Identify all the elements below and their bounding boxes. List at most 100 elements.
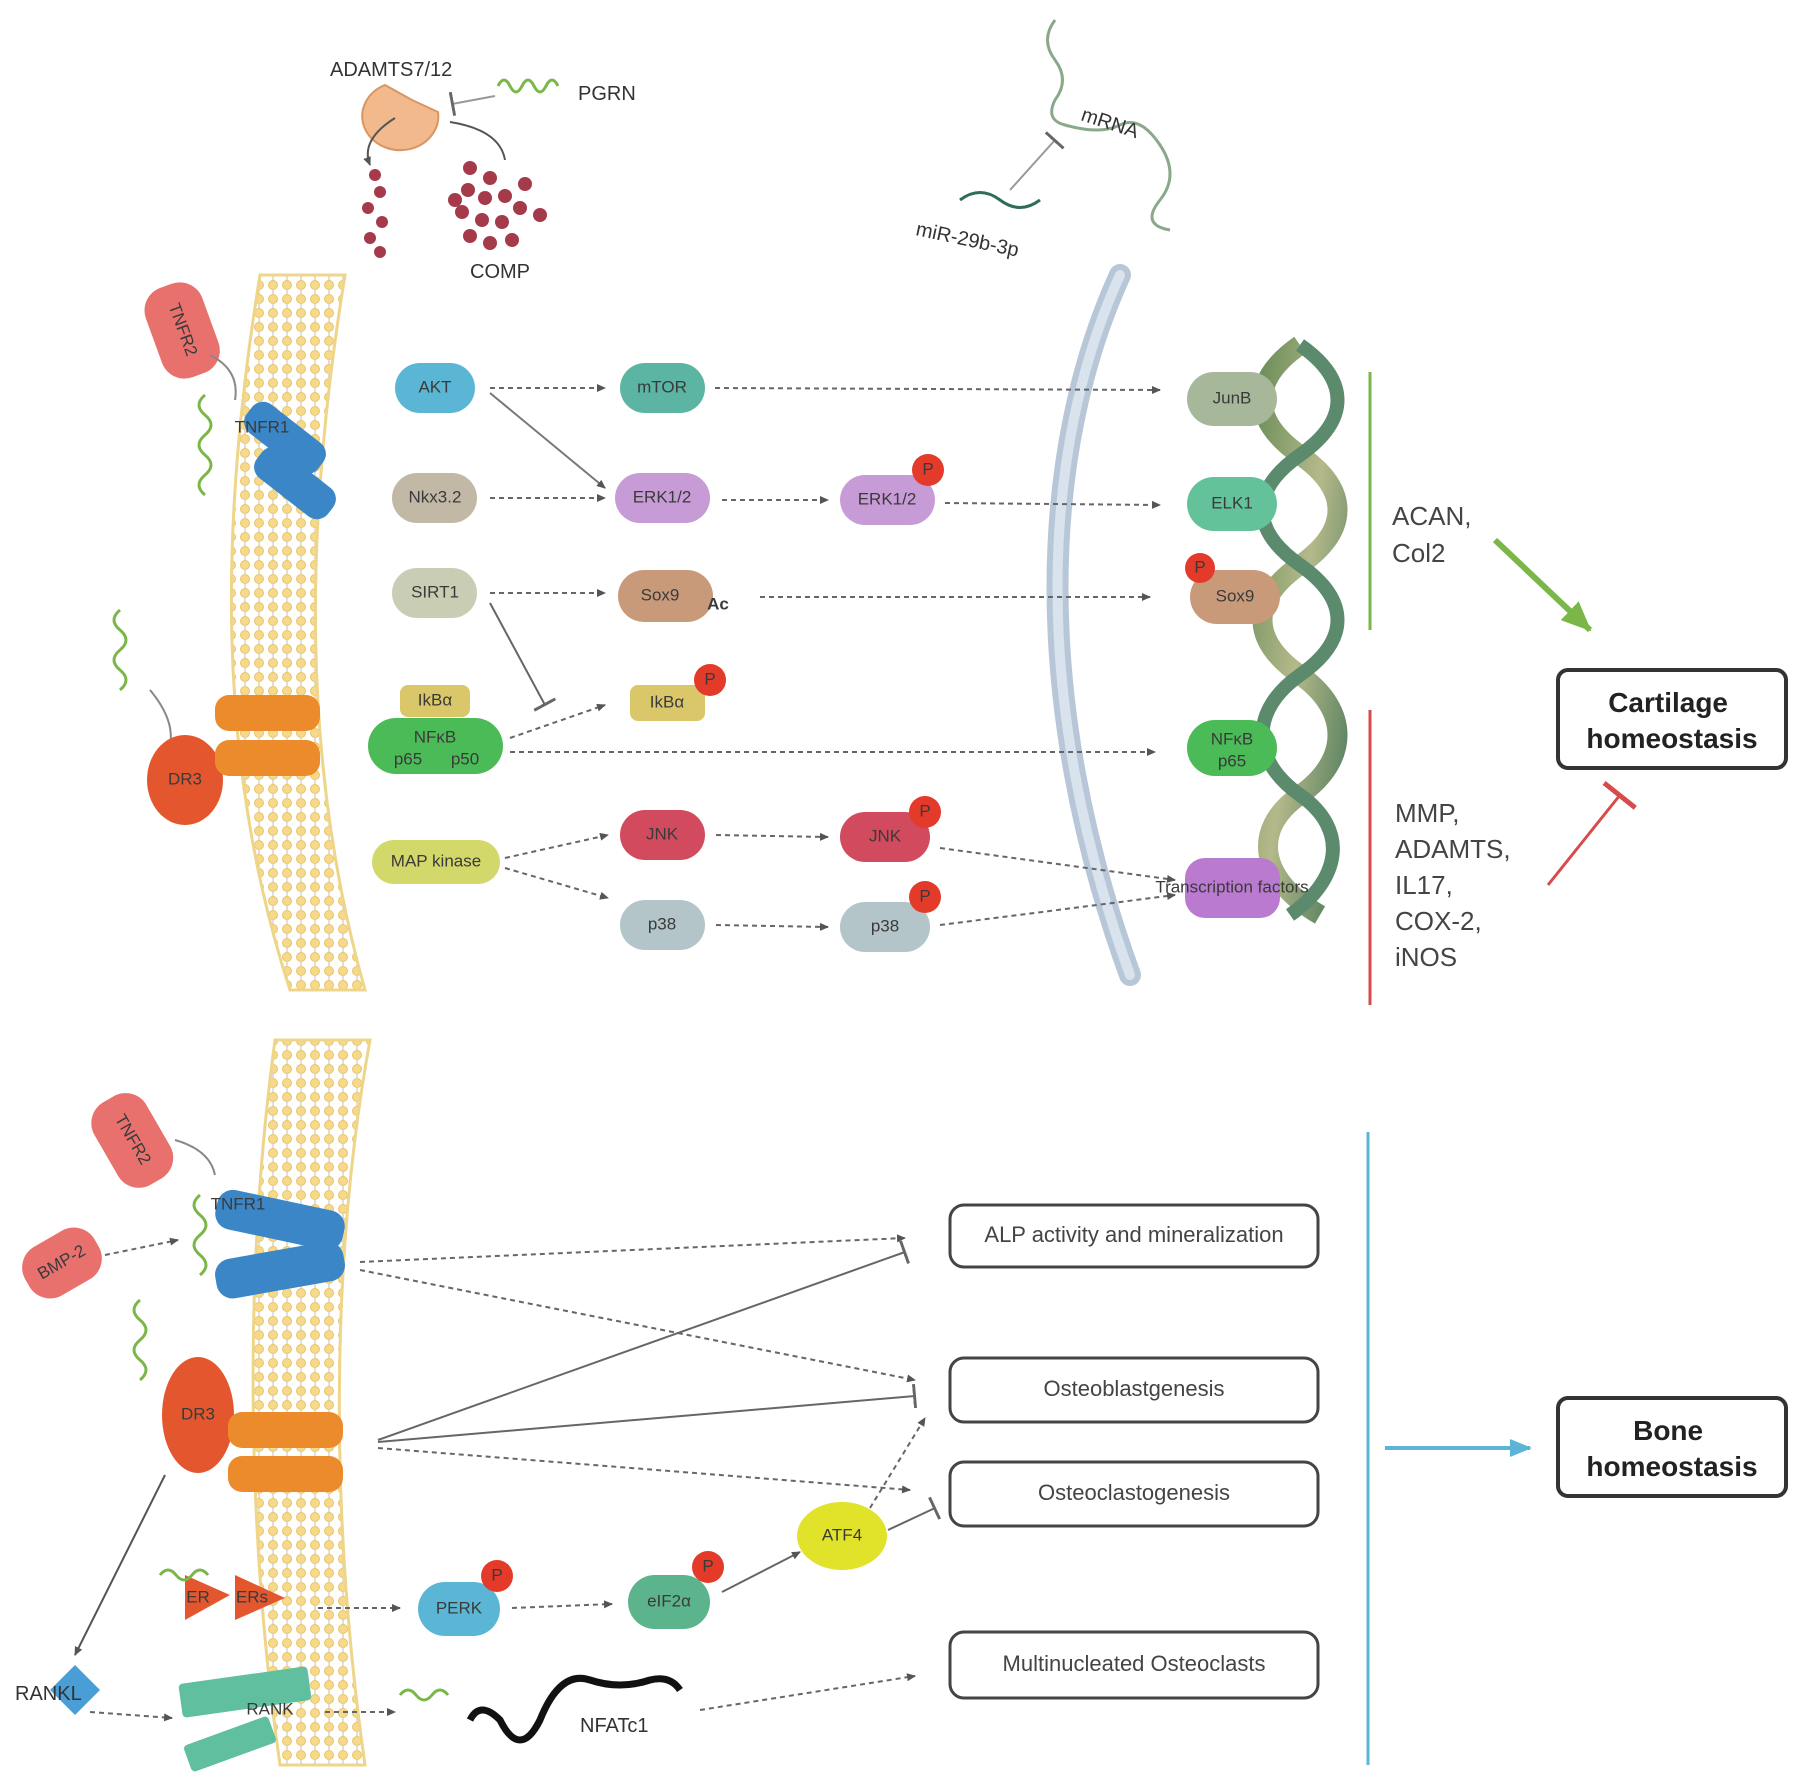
svg-text:p50: p50 <box>451 749 479 768</box>
mrna-strand <box>1046 19 1172 232</box>
svg-text:eIF2α: eIF2α <box>647 1591 691 1610</box>
svg-text:Transcription factors: Transcription factors <box>1155 877 1308 896</box>
svg-text:JNK: JNK <box>646 824 679 843</box>
nkx32-node: Nkx3.2 <box>392 473 477 523</box>
pgrn-chain-dr3-bottom <box>132 1298 148 1382</box>
nfat-strand <box>466 1675 683 1744</box>
rank-receptor: RANK <box>178 1666 312 1772</box>
adamts-enzyme <box>361 83 440 152</box>
perk-node: PERK P <box>418 1560 513 1636</box>
dr3-receptor-top: DR3 <box>147 695 320 825</box>
pgrn-chain-receptor-bottom <box>192 1193 208 1277</box>
catabolic-genes: MMP, ADAMTS, IL17, COX-2, iNOS <box>1395 798 1518 972</box>
nfkb-nuclear-node: NFκB p65 <box>1187 720 1277 776</box>
svg-text:PERK: PERK <box>436 1598 483 1617</box>
mir-strand <box>959 191 1041 209</box>
svg-text:ATF4: ATF4 <box>822 1525 862 1544</box>
ikba-node: IkBα <box>400 685 470 717</box>
ikba-phospho-node: IkBα P <box>630 664 726 721</box>
svg-text:P: P <box>919 801 930 820</box>
svg-text:DR3: DR3 <box>168 769 202 788</box>
pgrn-to-adamts-inhibition <box>448 91 496 116</box>
mapk-node: MAP kinase <box>372 840 500 884</box>
dr3-to-rankl-arrow <box>74 1474 166 1656</box>
akt-to-erk-arrow <box>489 392 606 489</box>
svg-text:JNK: JNK <box>869 826 902 845</box>
svg-text:Osteoclastogenesis: Osteoclastogenesis <box>1038 1480 1230 1505</box>
tnfr2-link-top <box>209 354 237 401</box>
svg-text:P: P <box>1194 557 1205 576</box>
nfkb-complex-node: NFκB p65 p50 <box>368 718 503 774</box>
comp-oligomer <box>448 161 547 250</box>
tnfr-receptor-blue-top: TNFR1 <box>235 401 336 520</box>
svg-text:Nkx3.2: Nkx3.2 <box>409 487 462 506</box>
rankl-ligand: RANKL <box>15 1665 100 1715</box>
akt-node: AKT <box>395 363 475 413</box>
bone-homeostasis-label: Bone homeostasis <box>1586 1415 1757 1482</box>
svg-text:P: P <box>702 1556 713 1575</box>
svg-text:JunB: JunB <box>1213 388 1252 407</box>
svg-text:p38: p38 <box>648 914 676 933</box>
catabolic-gene-4: COX-2, <box>1395 906 1482 936</box>
catabolic-inhibition-arrow <box>1546 780 1637 886</box>
top-pathway-arrows <box>490 384 1176 931</box>
dr3-link <box>149 689 172 746</box>
osteoclast-outcome-box: Osteoclastogenesis <box>948 1460 1320 1528</box>
sirt1-node: SIRT1 <box>392 568 477 618</box>
svg-text:p65: p65 <box>394 749 422 768</box>
svg-text:RANKL: RANKL <box>15 1683 82 1705</box>
nfat-label: NFATc1 <box>580 1715 649 1737</box>
eif2a-node: eIF2α P <box>628 1551 724 1629</box>
tnfr2-link-bottom <box>174 1139 216 1176</box>
alp-outcome-box: ALP activity and mineralization <box>948 1203 1320 1269</box>
catabolic-gene-1: MMP, <box>1395 798 1460 828</box>
cell-membrane-top <box>229 273 367 992</box>
cartilage-homeostasis-label: Cartilage homeostasis <box>1586 687 1757 754</box>
svg-text:Sox9: Sox9 <box>1216 586 1255 605</box>
catabolic-gene-5: iNOS <box>1395 942 1457 972</box>
p38-phospho-node: p38 P <box>840 881 941 952</box>
svg-text:NFκB: NFκB <box>414 727 457 746</box>
adamts-cleavage-arrow-right <box>449 121 506 161</box>
pgrn-chain-er <box>158 1568 210 1582</box>
svg-text:P: P <box>919 886 930 905</box>
p38-node: p38 <box>620 900 705 950</box>
erk-phospho-node: ERK1/2 P <box>840 454 944 525</box>
svg-text:ALP activity and mineralizatio: ALP activity and mineralization <box>984 1222 1283 1247</box>
svg-text:ELK1: ELK1 <box>1211 493 1253 512</box>
tnfr-receptor-blue-bottom: TNFR1 <box>211 1189 345 1299</box>
pgrn-chain-receptor-top <box>197 393 213 497</box>
svg-text:p38: p38 <box>871 916 899 935</box>
comp-label: COMP <box>470 261 530 283</box>
svg-text:ERs: ERs <box>236 1587 268 1606</box>
cell-membrane-bottom <box>251 1038 372 1767</box>
svg-text:DR3: DR3 <box>181 1404 215 1423</box>
svg-text:ERK1/2: ERK1/2 <box>633 487 692 506</box>
anabolic-activation-arrow <box>1492 537 1593 633</box>
atf4-node: ATF4 <box>797 1502 887 1570</box>
svg-text:SIRT1: SIRT1 <box>411 582 459 601</box>
svg-text:Ac: Ac <box>707 594 729 613</box>
junb-node: JunB <box>1187 372 1277 426</box>
elk1-node: ELK1 <box>1187 477 1277 531</box>
pgrn-label: PGRN <box>578 83 636 105</box>
nuclear-membrane-inner <box>1052 270 1135 980</box>
catabolic-gene-2: ADAMTS, <box>1395 834 1511 864</box>
transcription-factors-node: Transcription factors <box>1155 858 1309 918</box>
svg-text:MAP kinase: MAP kinase <box>391 851 481 870</box>
svg-text:P: P <box>922 459 933 478</box>
sirt1-to-ikba-inhibition <box>489 602 557 712</box>
svg-text:p65: p65 <box>1218 751 1246 770</box>
catabolic-gene-3: IL17, <box>1395 870 1453 900</box>
adamts-label: ADAMTS7/12 <box>330 59 452 81</box>
rankl-to-rank-arrow <box>89 1711 173 1722</box>
bmp2-ligand: BMP-2 <box>22 1227 102 1299</box>
svg-text:IkBα: IkBα <box>418 690 453 709</box>
osteoblast-outcome-box: Osteoblastgenesis <box>948 1356 1320 1424</box>
svg-text:Multinucleated Osteoclasts: Multinucleated Osteoclasts <box>1003 1651 1266 1676</box>
bone-homeostasis-box <box>1556 1396 1788 1498</box>
dr3-receptor-bottom: DR3 <box>162 1357 343 1492</box>
svg-text:TNFR1: TNFR1 <box>235 417 290 436</box>
svg-text:IkBα: IkBα <box>650 692 685 711</box>
